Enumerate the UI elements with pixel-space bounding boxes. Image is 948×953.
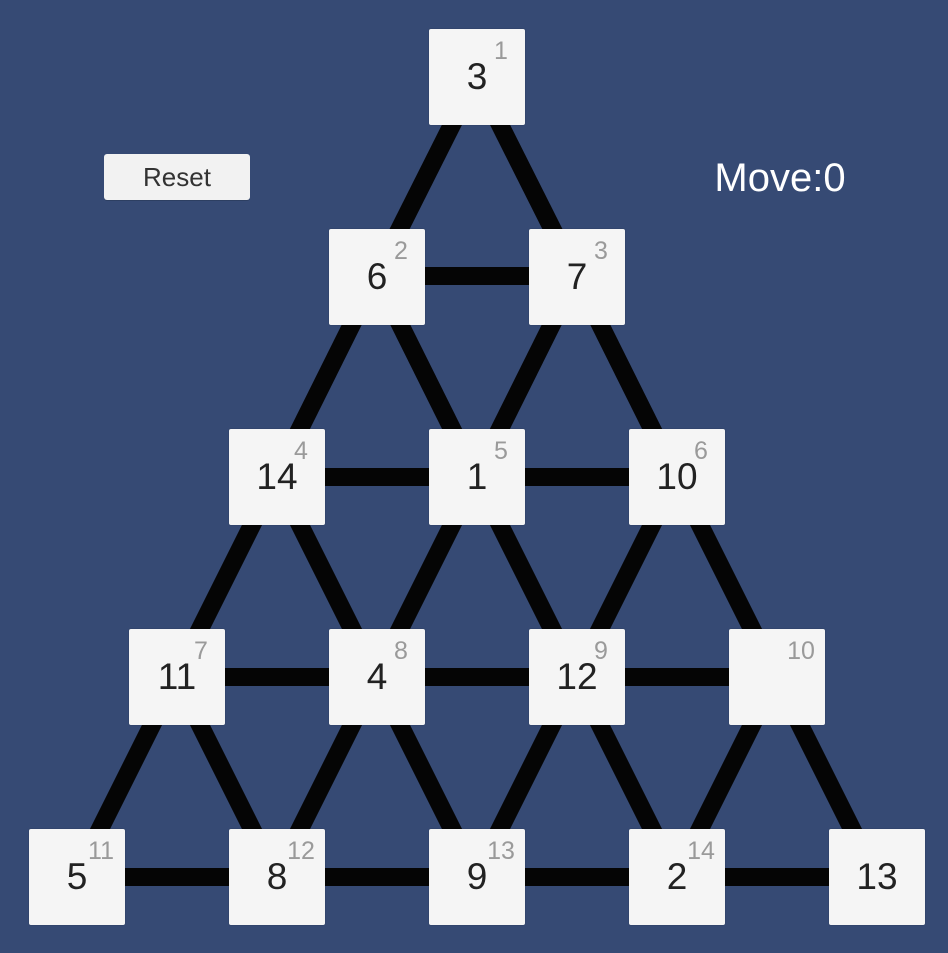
tile-value: 8 — [266, 856, 288, 897]
tile-value: 5 — [66, 856, 88, 897]
tile-value: 12 — [556, 656, 598, 697]
tile-position-number: 1 — [494, 37, 508, 65]
tile-value: 9 — [466, 856, 488, 897]
tile-position-number: 10 — [787, 637, 815, 665]
tile-position-number: 5 — [494, 437, 508, 465]
tile-value: 4 — [366, 656, 388, 697]
tile-position-number: 9 — [594, 637, 608, 665]
tile-value: 1 — [466, 456, 488, 497]
tile-value: 3 — [466, 56, 488, 97]
tile-value: 7 — [566, 256, 588, 297]
tile-value: 11 — [157, 656, 197, 697]
tile-position-number: 13 — [487, 837, 515, 865]
tile[interactable]: 8 12 — [229, 829, 325, 925]
tile[interactable]: 2 14 — [629, 829, 725, 925]
tile[interactable]: 12 9 — [529, 629, 625, 725]
tile-value: 13 — [856, 856, 898, 897]
tile-position-number: 7 — [194, 637, 208, 665]
empty-tile[interactable]: 10 — [729, 629, 825, 725]
tile[interactable]: 6 2 — [329, 229, 425, 325]
tile-value: 6 — [366, 256, 388, 297]
tile[interactable]: 5 11 — [29, 829, 125, 925]
tile[interactable]: 14 4 — [229, 429, 325, 525]
tile[interactable]: 13 — [829, 829, 925, 925]
tile[interactable]: 3 1 — [429, 29, 525, 125]
tile[interactable]: 11 7 — [129, 629, 225, 725]
tile[interactable]: 4 8 — [329, 629, 425, 725]
tile[interactable]: 7 3 — [529, 229, 625, 325]
tile-position-number: 3 — [594, 237, 608, 265]
tile[interactable]: 1 5 — [429, 429, 525, 525]
move-count: 0 — [823, 156, 846, 200]
move-counter: Move:0 — [700, 152, 860, 204]
reset-button[interactable]: Reset — [104, 154, 250, 200]
tile-value: 2 — [666, 856, 688, 897]
tile[interactable]: 10 6 — [629, 429, 725, 525]
tile-position-number: 12 — [287, 837, 315, 865]
tile-value: 10 — [656, 456, 698, 497]
tile-value: 14 — [256, 456, 298, 497]
tile-position-number: 2 — [394, 237, 408, 265]
tile-position-number: 4 — [294, 437, 308, 465]
tile-position-number: 11 — [88, 837, 114, 865]
tile-position-number: 8 — [394, 637, 408, 665]
move-label: Move: — [714, 156, 824, 200]
tile-position-number: 14 — [687, 837, 715, 865]
tile-position-number: 6 — [694, 437, 708, 465]
tile[interactable]: 9 13 — [429, 829, 525, 925]
